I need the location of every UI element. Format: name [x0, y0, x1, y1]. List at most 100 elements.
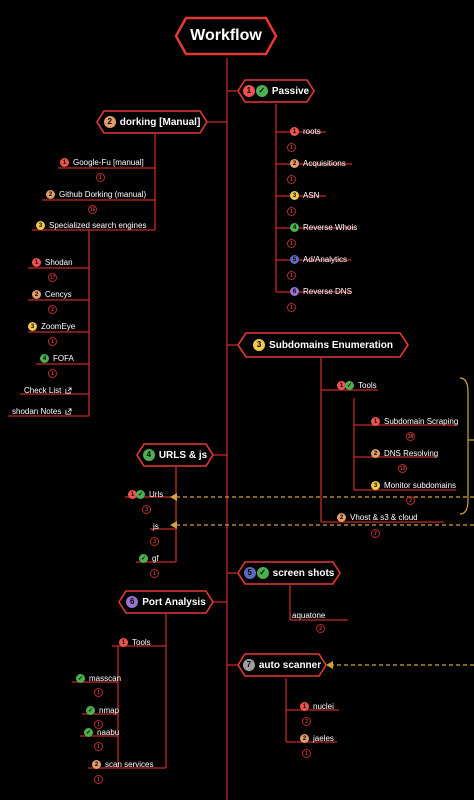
- port-tools[interactable]: 1 Tools: [119, 638, 151, 647]
- urls-item-gf[interactable]: ✓ gf: [139, 554, 159, 563]
- item-label: naabu: [97, 728, 120, 737]
- priority-badge: 2: [300, 734, 309, 743]
- shodan-notes-link[interactable]: shodan Notes: [12, 407, 72, 416]
- port-item-nmap[interactable]: ✓nmap: [86, 706, 119, 715]
- count-badge: 38: [406, 432, 415, 441]
- priority-badge: 4: [40, 354, 49, 363]
- urls-item-urls[interactable]: 1✓Urls: [128, 490, 163, 499]
- item-label: Acquisitions: [303, 159, 346, 168]
- external-link-icon: [65, 408, 72, 415]
- engine-fofa[interactable]: 4 FOFA: [40, 354, 74, 363]
- item-label: masscan: [89, 674, 122, 683]
- hexagon-shape: [136, 443, 214, 467]
- engine-shodan[interactable]: 1 Shodan: [32, 258, 73, 267]
- priority-badge: 1: [60, 158, 69, 167]
- check-icon: ✓: [139, 554, 148, 563]
- item-label: Reverse DNS: [303, 287, 352, 296]
- urls-label: URLS & js: [158, 449, 208, 461]
- link-label: shodan Notes: [12, 407, 62, 416]
- item-label: Specialized search engines: [49, 221, 147, 230]
- item-label: Shodan: [45, 258, 73, 267]
- count-badge: 7: [371, 529, 380, 538]
- priority-badge: 1: [290, 127, 299, 136]
- check-icon: ✓: [76, 674, 85, 683]
- dorking-node[interactable]: 2 dorking [Manual]: [96, 110, 208, 134]
- priority-badge: 3: [253, 339, 266, 351]
- item-label: ASN: [303, 191, 320, 200]
- priority-badge: 6: [290, 287, 299, 296]
- item-label: js: [153, 522, 159, 531]
- screen-shots-label: screen shots: [272, 567, 335, 579]
- count-badge: 1: [287, 303, 296, 312]
- count-badge: 1: [94, 688, 103, 697]
- check-icon: ✓: [345, 381, 354, 390]
- count-badge: 1: [96, 173, 105, 182]
- passive-item-reverse-dns[interactable]: 6 Reverse DNS: [290, 287, 352, 296]
- priority-badge: 4: [290, 223, 299, 232]
- subdomains-tools[interactable]: 1✓Tools: [337, 381, 377, 390]
- priority-badge: 1: [32, 258, 41, 267]
- item-label: FOFA: [53, 354, 74, 363]
- item-label: gf: [152, 554, 159, 563]
- port-analysis-label: Port Analysis: [142, 596, 206, 608]
- hexagon-shape: [237, 653, 327, 677]
- count-badge: 1: [287, 271, 296, 280]
- count-badge: 1: [287, 175, 296, 184]
- item-label: Github Dorking (manual): [59, 190, 147, 199]
- item-label: nuclei: [313, 702, 334, 711]
- priority-badge: 5: [243, 567, 256, 579]
- passive-item-acquisitions[interactable]: 2 Acquisitions: [290, 159, 346, 168]
- priority-badge: 2: [32, 290, 41, 299]
- priority-badge: 1: [128, 490, 137, 499]
- screen-shots-node[interactable]: 5✓ screen shots: [237, 561, 341, 585]
- priority-badge: 3: [371, 481, 380, 490]
- item-label: Urls: [149, 490, 164, 499]
- count-badge: 1: [287, 239, 296, 248]
- page-title: Workflow: [190, 27, 262, 44]
- check-icon: ✓: [84, 728, 93, 737]
- port-analysis-node[interactable]: 6 Port Analysis: [118, 590, 214, 614]
- check-icon: ✓: [256, 567, 269, 579]
- priority-badge: 2: [92, 760, 101, 769]
- item-label: Subdomain Scraping: [384, 417, 459, 426]
- screens-item-aquatone[interactable]: aquatone: [292, 611, 325, 620]
- count-badge: 10: [398, 464, 407, 473]
- count-badge: 2: [302, 717, 311, 726]
- subdomains-node[interactable]: 3 Subdomains Enumeration: [237, 332, 409, 358]
- passive-node[interactable]: 1✓ Passive: [237, 79, 315, 103]
- vhost-item[interactable]: 2 Vhost & s3 & cloud: [337, 513, 418, 522]
- priority-badge: 1: [119, 638, 128, 647]
- urls-js-node[interactable]: 4 URLS & js: [136, 443, 214, 467]
- count-badge: 2: [48, 305, 57, 314]
- priority-badge: 2: [337, 513, 346, 522]
- port-item-masscan[interactable]: ✓ masscan: [76, 674, 121, 683]
- item-label: Vhost & s3 & cloud: [350, 513, 418, 522]
- urls-item-js[interactable]: js: [153, 522, 159, 531]
- auto-scanner-node[interactable]: 7 auto scanner: [237, 653, 327, 677]
- priority-badge: 1: [371, 417, 380, 426]
- passive-label: Passive: [271, 85, 310, 97]
- priority-badge: 2: [290, 159, 299, 168]
- tool-subdomain-scraping[interactable]: 1 Subdomain Scraping: [371, 417, 458, 426]
- count-badge: 16: [88, 205, 97, 214]
- item-label: Tools: [358, 381, 377, 390]
- check-list-link[interactable]: Check List: [24, 386, 72, 395]
- port-item-naabu[interactable]: ✓ naabu: [84, 728, 119, 737]
- priority-badge: 5: [290, 255, 299, 264]
- item-label: Tools: [132, 638, 151, 647]
